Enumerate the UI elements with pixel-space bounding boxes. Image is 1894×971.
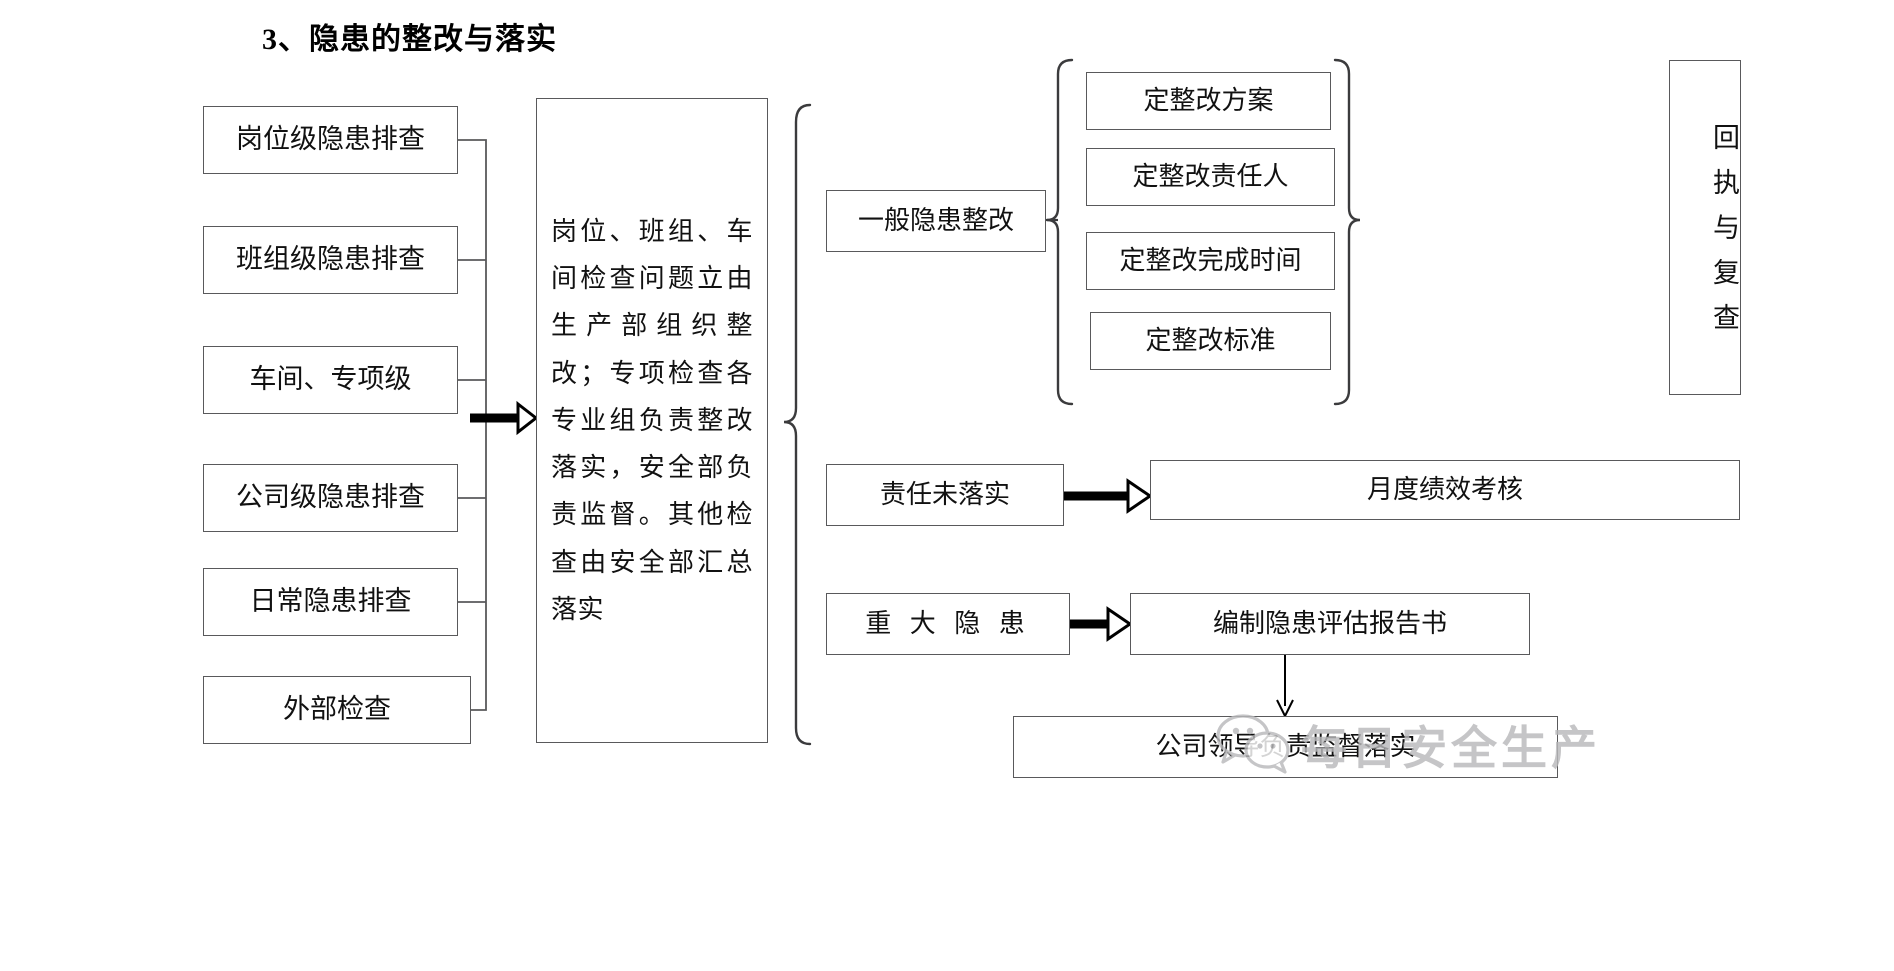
left-box-label: 岗位级隐患排查 — [236, 124, 425, 155]
left-box-label: 车间、专项级 — [249, 364, 412, 395]
hazard-report-label: 编制隐患评估报告书 — [1212, 608, 1447, 638]
center-process-label: 岗位、班组、车间检查问题立由生产部组织整改；专项检查各专业组负责整改落实，安全部… — [551, 216, 753, 625]
general-rectification-label: 一般隐患整改 — [857, 205, 1014, 235]
center-process-box[interactable]: 岗位、班组、车间检查问题立由生产部组织整改；专项检查各专业组负责整改落实，安全部… — [536, 98, 768, 743]
major-hazard-label: 重 大 隐 患 — [865, 608, 1031, 638]
detail-box-standard[interactable]: 定整改标准 — [1090, 312, 1331, 370]
list-item[interactable]: 外部检查 — [203, 676, 471, 744]
responsibility-unfulfilled-label: 责任未落实 — [879, 479, 1010, 509]
list-item[interactable]: 日常隐患排查 — [203, 568, 458, 636]
list-item[interactable]: 车间、专项级 — [203, 346, 458, 414]
page-title: 3、隐患的整改与落实 — [262, 23, 557, 56]
left-box-label: 外部检查 — [283, 694, 391, 725]
detail-box-owner[interactable]: 定整改责任人 — [1086, 148, 1335, 206]
detail-label: 定整改完成时间 — [1119, 245, 1302, 275]
responsibility-unfulfilled-box[interactable]: 责任未落实 — [826, 464, 1064, 526]
detail-box-deadline[interactable]: 定整改完成时间 — [1086, 232, 1335, 290]
list-item[interactable]: 班组级隐患排查 — [203, 226, 458, 294]
detail-box-plan[interactable]: 定整改方案 — [1086, 72, 1331, 130]
left-box-label: 日常隐患排查 — [249, 586, 412, 617]
hazard-report-box[interactable]: 编制隐患评估报告书 — [1130, 593, 1530, 655]
monthly-performance-box[interactable]: 月度绩效考核 — [1150, 460, 1740, 520]
detail-label: 定整改方案 — [1143, 85, 1274, 115]
receipt-review-box[interactable]: 回执与复查 — [1669, 60, 1741, 395]
list-item[interactable]: 公司级隐患排查 — [203, 464, 458, 532]
left-box-label: 班组级隐患排查 — [236, 244, 425, 275]
leadership-supervision-label: 公司领导负责监督落实 — [1155, 731, 1416, 761]
monthly-performance-label: 月度绩效考核 — [1366, 474, 1523, 504]
receipt-review-label: 回执与复查 — [1709, 123, 1739, 348]
list-item[interactable]: 岗位级隐患排查 — [203, 106, 458, 174]
major-hazard-box[interactable]: 重 大 隐 患 — [826, 593, 1070, 655]
detail-label: 定整改责任人 — [1132, 161, 1289, 191]
detail-label: 定整改标准 — [1145, 325, 1276, 355]
leadership-supervision-box[interactable]: 公司领导负责监督落实 — [1013, 716, 1558, 778]
general-rectification-box[interactable]: 一般隐患整改 — [826, 190, 1046, 252]
left-box-label: 公司级隐患排查 — [236, 482, 425, 513]
